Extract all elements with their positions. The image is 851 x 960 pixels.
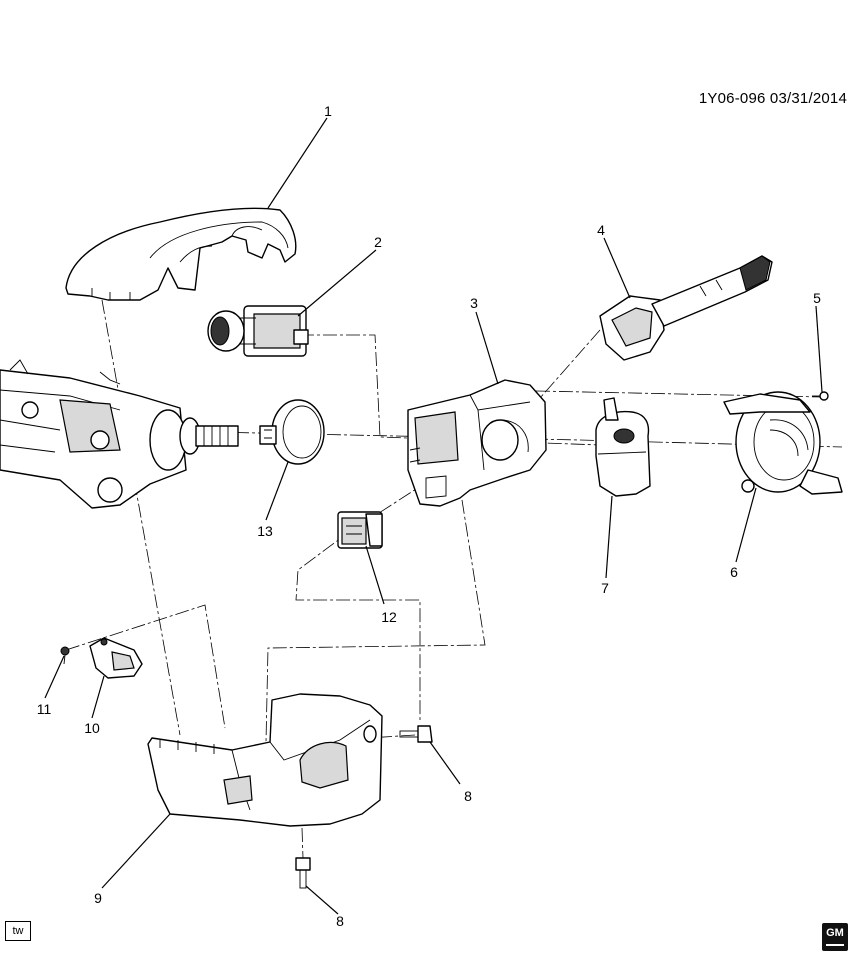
- leader-1: [267, 117, 328, 209]
- callout-leaders: [44, 117, 823, 915]
- centerline-bolt-8-upper: [367, 734, 416, 739]
- callout-8-lower: 8: [336, 913, 344, 929]
- centerline-bolt-8-lower: [301, 827, 304, 859]
- clamp-ring: [259, 399, 325, 465]
- electrical-connector: [337, 511, 383, 549]
- switch-assembly: [207, 305, 309, 357]
- callout-8-upper: 8: [464, 788, 472, 804]
- centerline-connector-12: [295, 479, 431, 720]
- callout-1: 1: [324, 103, 332, 119]
- callout-13: 13: [257, 523, 273, 539]
- tw-badge: tw: [5, 921, 31, 941]
- centerline-housing-to-lower: [265, 499, 486, 743]
- mounting-bracket: [89, 637, 143, 679]
- callout-9: 9: [94, 890, 102, 906]
- leader-11: [44, 655, 65, 699]
- switch-housing: [407, 379, 547, 507]
- pin: [812, 391, 829, 401]
- callout-7: 7: [601, 580, 609, 596]
- leader-3: [475, 311, 499, 385]
- leader-2: [297, 249, 377, 317]
- leader-12: [365, 545, 385, 605]
- leader-8-lower: [305, 885, 339, 915]
- callout-4: 4: [597, 222, 605, 238]
- leader-10: [91, 675, 105, 719]
- centerline-lever-4: [539, 329, 601, 399]
- leader-7: [605, 495, 613, 579]
- shield-plate: [595, 397, 651, 497]
- callout-6: 6: [730, 564, 738, 580]
- callout-5: 5: [813, 290, 821, 306]
- leader-13: [265, 461, 289, 521]
- bolt-upper: [399, 725, 433, 743]
- callout-12: 12: [381, 609, 397, 625]
- callout-2: 2: [374, 234, 382, 250]
- lower-column-cover: [147, 693, 383, 827]
- leader-8-upper: [429, 741, 461, 785]
- leader-9: [101, 813, 171, 889]
- leader-6: [735, 487, 757, 563]
- callout-3: 3: [470, 295, 478, 311]
- bolt-lower: [295, 857, 311, 889]
- gm-logo: GM: [822, 923, 848, 951]
- centerline-bracket-10: [65, 604, 226, 729]
- small-screw: [60, 646, 70, 665]
- clockspring-coil: [723, 391, 843, 495]
- steering-column: [0, 359, 239, 509]
- callout-11: 11: [36, 701, 52, 717]
- turn-signal-lever: [599, 255, 773, 361]
- leader-5: [815, 305, 823, 393]
- document-id: 1Y06-096 03/31/2014: [698, 90, 847, 107]
- leader-4: [603, 237, 631, 299]
- callout-10: 10: [84, 720, 100, 736]
- upper-column-cover: [65, 207, 297, 301]
- centerline-cover-1-to-9: [101, 299, 181, 736]
